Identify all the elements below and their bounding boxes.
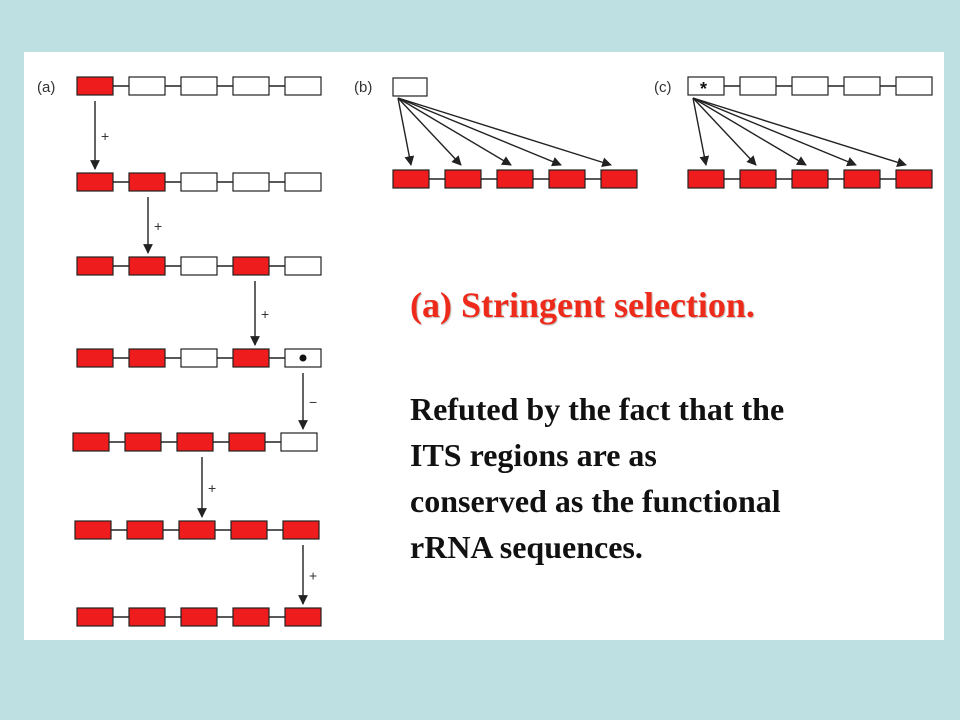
conversion-arrow (397, 97, 415, 166)
repeat-unit-selected (600, 169, 638, 189)
conversion-arrow (692, 97, 710, 166)
repeat-unit (128, 76, 166, 96)
repeat-unit (180, 256, 218, 276)
repeat-unit (895, 76, 933, 96)
repeat-unit (687, 76, 725, 96)
selection-sign: + (208, 480, 216, 496)
panel-c-source-row (687, 76, 933, 96)
body-line: conserved as the functional (410, 483, 781, 519)
selection-sign: + (101, 128, 109, 144)
repeat-unit-selected (126, 520, 164, 540)
repeat-unit-selected (76, 607, 114, 627)
repeat-unit-selected (548, 169, 586, 189)
panel-a-row (76, 348, 322, 368)
repeat-unit-selected (232, 256, 270, 276)
repeat-unit-selected (895, 169, 933, 189)
conversion-arrow (397, 97, 562, 167)
repeat-unit-selected (739, 169, 777, 189)
repeat-unit-selected (232, 348, 270, 368)
body-line: Refuted by the fact that the (410, 391, 785, 427)
repeat-unit-selected (76, 348, 114, 368)
repeat-unit-selected (76, 256, 114, 276)
repeat-unit-selected (76, 172, 114, 192)
slide-panel (24, 52, 944, 640)
repeat-unit (284, 76, 322, 96)
repeat-unit-selected (232, 607, 270, 627)
repeat-unit-selected (74, 520, 112, 540)
repeat-unit-selected (392, 169, 430, 189)
mutation-dot (299, 354, 307, 362)
selection-sign: − (309, 394, 317, 410)
repeat-unit-selected (76, 76, 114, 96)
selection-sign: + (154, 218, 162, 234)
repeat-unit-selected (72, 432, 110, 452)
repeat-unit (791, 76, 829, 96)
panel-b-row (392, 169, 638, 189)
source-marker-star: * (700, 79, 707, 99)
selection-sign: + (309, 568, 317, 584)
conversion-arrow (692, 97, 807, 166)
repeat-unit-selected (128, 348, 166, 368)
repeat-unit-selected (282, 520, 320, 540)
panel-label-b: (b) (354, 79, 372, 96)
repeat-unit (180, 76, 218, 96)
slide-body-text: Refuted by the fact that the ITS regions… (410, 386, 930, 570)
panel-a-row (76, 256, 322, 276)
conversion-arrow (692, 97, 757, 166)
repeat-unit-selected (444, 169, 482, 189)
repeat-unit (739, 76, 777, 96)
repeat-unit (232, 172, 270, 192)
repeat-unit-selected (843, 169, 881, 189)
body-line: rRNA sequences. (410, 529, 643, 565)
conversion-arrow (397, 97, 462, 166)
panel-label-c: (c) (654, 79, 672, 96)
panel-a-row (76, 172, 322, 192)
repeat-unit (280, 432, 318, 452)
repeat-unit-selected (128, 607, 166, 627)
repeat-unit-selected (180, 607, 218, 627)
selection-sign: + (261, 306, 269, 322)
repeat-unit (180, 348, 218, 368)
repeat-unit (284, 256, 322, 276)
repeat-unit (843, 76, 881, 96)
repeat-unit-selected (228, 432, 266, 452)
repeat-unit-selected (124, 432, 162, 452)
repeat-unit (232, 76, 270, 96)
repeat-unit-selected (687, 169, 725, 189)
repeat-unit-selected (791, 169, 829, 189)
repeat-unit-selected (128, 256, 166, 276)
repeat-unit-selected (178, 520, 216, 540)
repeat-unit (180, 172, 218, 192)
conversion-arrow (692, 97, 857, 167)
repeat-unit-selected (176, 432, 214, 452)
body-line: ITS regions are as (410, 437, 657, 473)
panel-label-a: (a) (37, 79, 55, 96)
conversion-arrow (397, 97, 512, 166)
repeat-unit-selected (496, 169, 534, 189)
conversion-arrow (692, 97, 907, 168)
repeat-unit-selected (128, 172, 166, 192)
panel-c-row (687, 169, 933, 189)
panel-a-row (76, 607, 322, 627)
source-unit (392, 77, 428, 97)
conversion-arrow (397, 97, 612, 168)
panel-a-row (72, 432, 318, 452)
repeat-unit-selected (230, 520, 268, 540)
panel-a-row (76, 76, 322, 96)
repeat-unit (284, 172, 322, 192)
panel-a-row (74, 520, 320, 540)
slide-heading: (a) Stringent selection. (410, 285, 755, 325)
repeat-unit-selected (284, 607, 322, 627)
